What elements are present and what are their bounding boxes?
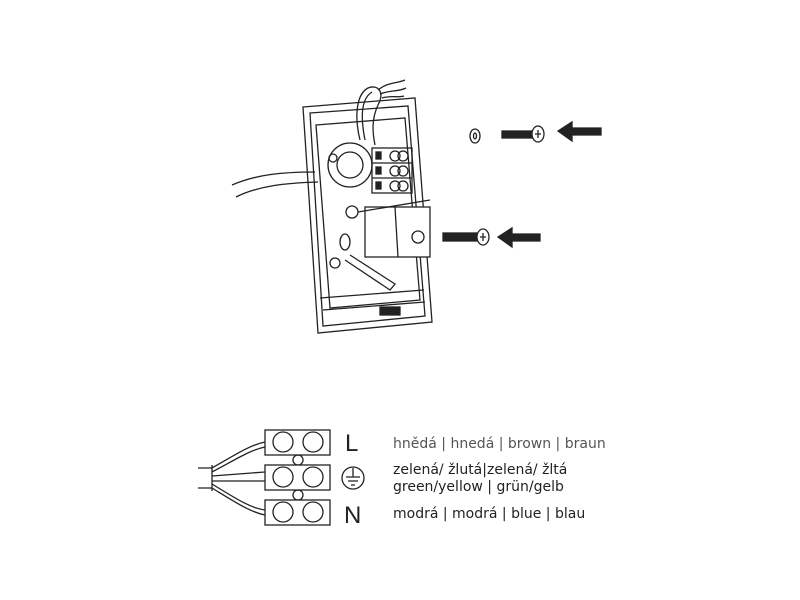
earth-wire-colors-2: green/yellow | grün/gelb: [393, 479, 564, 495]
terminal-block-device: [371, 147, 413, 194]
arrow-left-icon: [556, 120, 602, 143]
screw-icon: [442, 228, 490, 246]
live-wire-colors: hnědá | hnedá | brown | braun: [393, 436, 606, 452]
wire-loop: [356, 86, 382, 146]
earth-icon: [341, 466, 365, 490]
wiring-cable: [198, 441, 266, 516]
neutral-label: N: [344, 502, 362, 529]
earth-wire-colors-1: zelená/ žlutá|zelená/ žltá: [393, 462, 568, 478]
washer-icon: [469, 128, 481, 144]
neutral-wire-colors: modrá | modrá | blue | blau: [393, 506, 586, 522]
terminal-block-diagram: [264, 429, 331, 526]
live-label: L: [345, 430, 359, 457]
screw-icon: [501, 125, 545, 143]
brand-logo: [379, 306, 401, 316]
arrow-left-icon: [496, 226, 541, 249]
cable: [231, 171, 319, 198]
device-module: [328, 153, 431, 291]
wire-ends: [377, 79, 407, 99]
